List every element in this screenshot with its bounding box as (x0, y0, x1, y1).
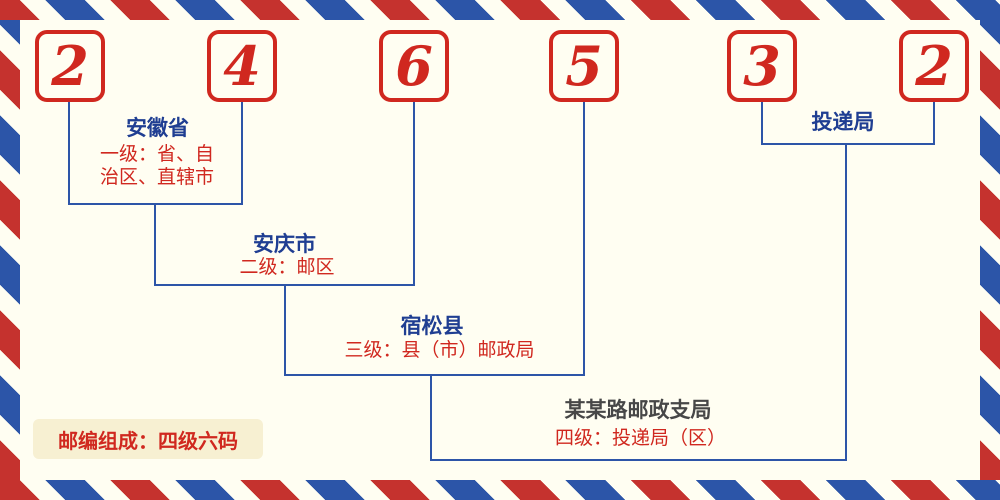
digit-3: 6 (395, 34, 433, 98)
connector-level2-digit3-vertical (413, 102, 415, 286)
delivery-title: 投递局 (811, 111, 875, 134)
digit-6: 2 (915, 34, 953, 98)
digit-box-4: 5 (549, 30, 619, 102)
level1-title: 安徽省 (126, 117, 189, 140)
digit-4: 5 (565, 34, 603, 98)
airmail-border-bottom (0, 480, 1000, 500)
airmail-border-top (0, 0, 1000, 20)
connector-level1-right-vertical (241, 102, 243, 205)
level3-title: 宿松县 (400, 315, 464, 338)
level1-desc-line1: 一级：省、自 (99, 144, 214, 165)
connector-level3-horizontal (284, 374, 585, 376)
connector-level1-left-vertical (68, 102, 70, 205)
digit-1: 2 (51, 34, 89, 98)
digit-box-3: 6 (379, 30, 449, 102)
connector-level4-horizontal (430, 459, 847, 461)
airmail-border-right (980, 20, 1000, 480)
connector-delivery-left-vertical (761, 102, 763, 145)
level1-desc: 一级：省、自 治区、直辖市 (72, 143, 242, 189)
connector-level1-to-level2 (154, 203, 156, 286)
postal-code-composition-badge: 邮编组成：四级六码 (33, 419, 263, 459)
airmail-border-left (0, 20, 20, 480)
level4-title: 某某路邮政支局 (564, 399, 712, 422)
digit-box-1: 2 (35, 30, 105, 102)
level4-desc: 四级：投递局（区） (554, 428, 726, 449)
connector-delivery-horizontal (761, 143, 935, 145)
digit-box-6: 2 (899, 30, 969, 102)
digit-5: 3 (743, 34, 781, 98)
connector-level2-to-level3 (284, 284, 286, 376)
connector-level4-to-delivery (845, 144, 847, 461)
digit-2: 4 (223, 34, 261, 98)
connector-level3-digit4-vertical (583, 102, 585, 376)
connector-level3-to-level4 (430, 374, 432, 461)
level2-title: 安庆市 (253, 233, 316, 256)
digit-box-5: 3 (727, 30, 797, 102)
connector-delivery-right-vertical (933, 102, 935, 145)
level2-desc: 二级：邮区 (239, 257, 335, 278)
level3-desc: 三级：县（市）邮政局 (344, 340, 535, 361)
postal-code-composition-text: 邮编组成：四级六码 (58, 430, 238, 453)
digit-box-2: 4 (207, 30, 277, 102)
level1-desc-line2: 治区、直辖市 (99, 167, 214, 188)
